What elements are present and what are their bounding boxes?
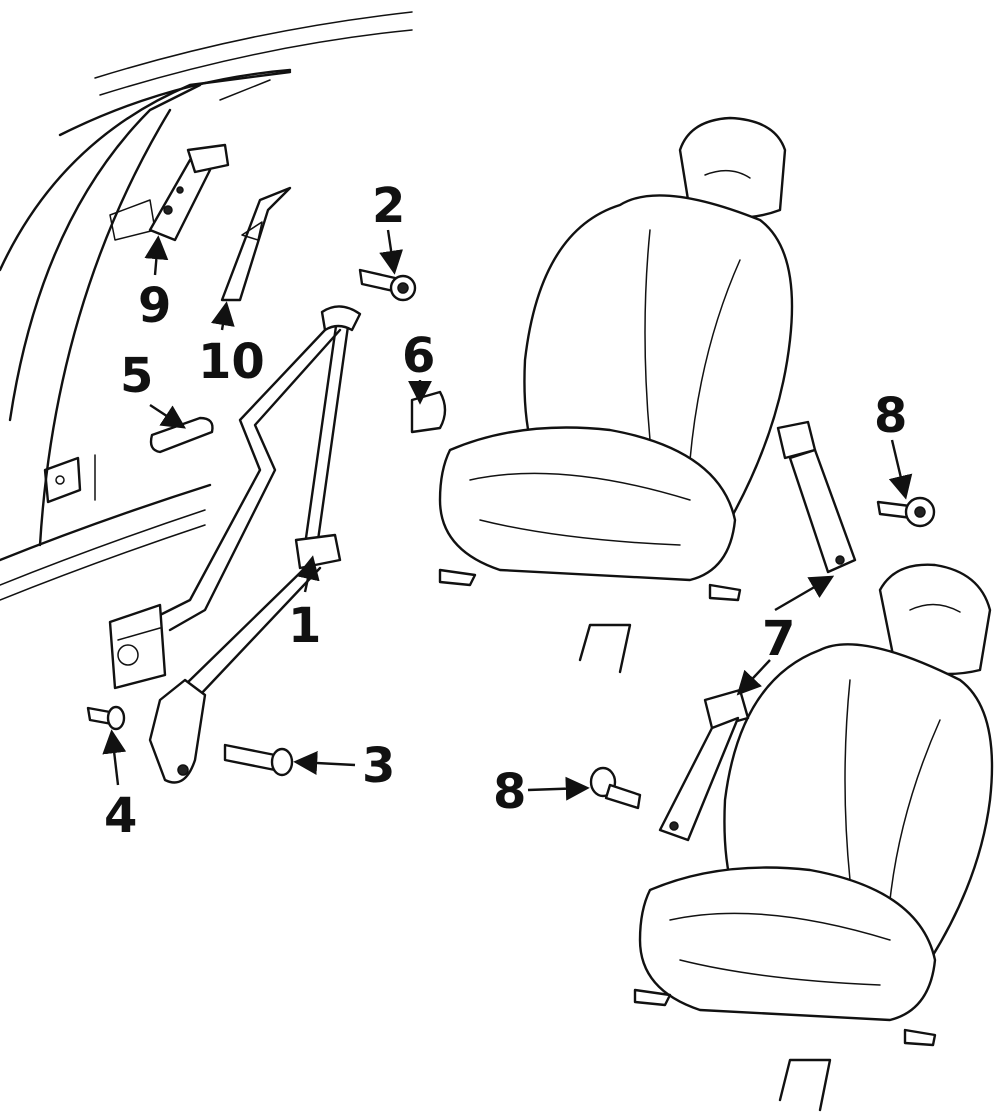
leader-lines <box>102 229 913 801</box>
callout-10: 10 <box>198 334 265 390</box>
callout-8-lower: 8 <box>493 764 526 820</box>
vehicle-body-outline <box>0 11 413 601</box>
callout-7: 7 <box>762 611 795 667</box>
part-3-bolt <box>223 743 294 777</box>
part-8-bolt-upper <box>876 496 936 528</box>
callout-9: 9 <box>138 278 171 334</box>
part-4-bolt <box>86 705 126 731</box>
part-7-buckle-lower <box>658 688 750 842</box>
part-1-seat-belt-assembly <box>108 305 362 784</box>
callout-5: 5 <box>120 348 153 404</box>
part-10-pillar-trim <box>220 186 292 302</box>
part-8-bolt-lower <box>589 766 642 810</box>
part-6-cover <box>410 390 447 434</box>
part-9-upper-anchor <box>148 143 230 242</box>
callout-1: 1 <box>288 598 321 654</box>
callout-6: 6 <box>402 328 435 384</box>
callout-3: 3 <box>362 738 395 794</box>
callout-2: 2 <box>372 178 405 234</box>
part-5-grab-handle <box>149 416 214 454</box>
part-7-buckle-upper <box>776 420 857 574</box>
callout-8-upper: 8 <box>874 388 907 444</box>
part-2-bolt <box>358 268 417 302</box>
callout-4: 4 <box>104 788 137 844</box>
front-seat-upper <box>438 116 794 674</box>
front-seat-lower <box>633 563 994 1112</box>
